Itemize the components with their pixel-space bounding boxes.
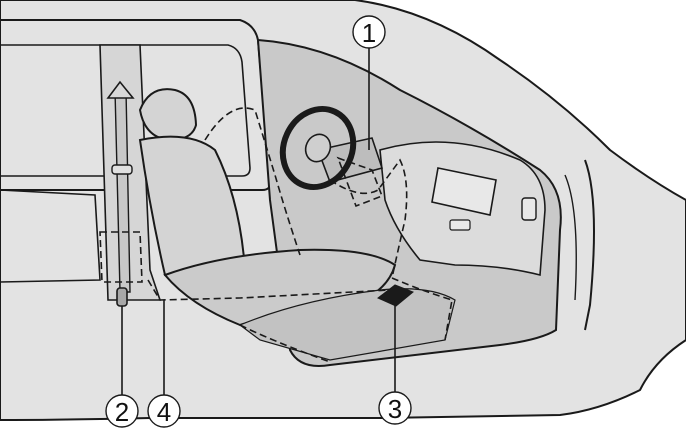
callout-label-3: 3: [388, 394, 402, 424]
callout-3[interactable]: 3: [378, 391, 412, 425]
callout-circle-4: [147, 394, 181, 428]
callout-label-4: 4: [157, 397, 171, 427]
callout-1[interactable]: 1: [352, 15, 386, 49]
wiring-b-pillar-module: [99, 231, 143, 283]
callout-2[interactable]: 2: [105, 394, 139, 428]
seatbelt-buckle-slot: [111, 164, 133, 175]
glovebox-vent: [449, 219, 471, 231]
callout-label-2: 2: [115, 397, 129, 427]
wiring-dashboard-run: [329, 158, 408, 279]
wiring-seat-side: [204, 107, 301, 256]
side-vent: [521, 197, 537, 221]
callout-circle-3: [378, 391, 412, 425]
rear-door-lower: [0, 189, 101, 283]
leader-lines: [121, 48, 396, 396]
front-door-rear-edge: [564, 174, 577, 301]
steering-wheel-hub: [304, 133, 332, 163]
wiring-steering: [336, 156, 384, 208]
floor-sensor-module[interactable]: [377, 284, 414, 307]
callout-label-1: 1: [362, 18, 376, 48]
wiring-floor-run: [391, 277, 453, 341]
callout-circle-2: [105, 394, 139, 428]
front-window-frame: [584, 159, 595, 331]
center-console-display: [431, 167, 497, 216]
seatbelt-guide-arrow: [106, 80, 135, 99]
rear-window: [0, 44, 251, 177]
callout-circle-1: [352, 15, 386, 49]
callout-4[interactable]: 4: [147, 394, 181, 428]
wiring-side-run: [147, 279, 391, 301]
airbag-wiring: [99, 107, 453, 363]
seatbelt-pretensioner[interactable]: [116, 287, 128, 307]
